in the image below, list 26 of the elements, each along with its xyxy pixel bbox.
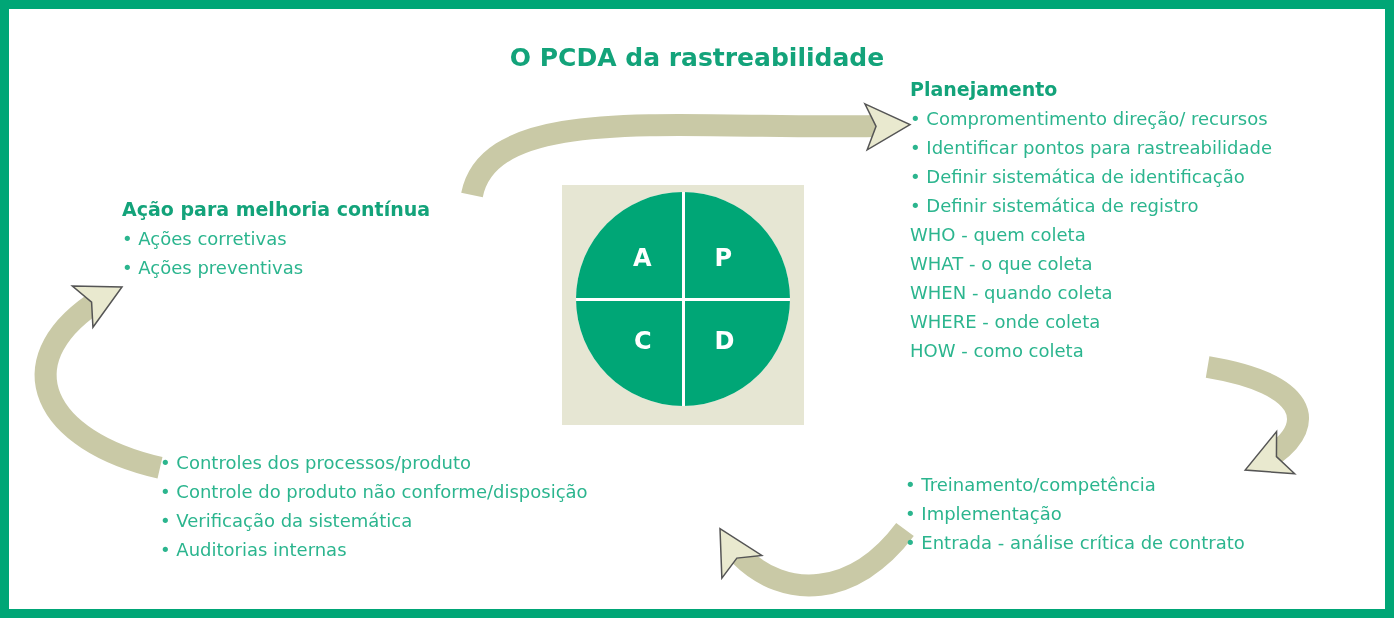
list-item: • Ações corretivas — [122, 227, 288, 251]
list-item: • Compromentimento direção/ recursos — [910, 107, 1269, 131]
list-item: • Entrada - análise crítica de contrato — [905, 531, 1246, 555]
list-item: WHO - quem coleta — [910, 223, 1087, 247]
list-item: • Treinamento/competência — [905, 473, 1157, 497]
list-item: • Definir sistemática de registro — [910, 194, 1200, 218]
square-panel — [562, 185, 804, 425]
list-item: • Identificar pontos para rastreabilidade — [910, 136, 1273, 160]
list-item: • Definir sistemática de identificação — [910, 165, 1246, 189]
list-item: HOW - como coleta — [910, 339, 1085, 363]
diagram-title: O PCDA da rastreabilidade — [508, 43, 886, 72]
quadrant-letter: C — [633, 328, 652, 353]
quadrant-letter: D — [714, 328, 735, 353]
list-item: • Controles dos processos/produto — [160, 451, 473, 475]
list-item: WHEN - quando coleta — [910, 281, 1114, 305]
list-item: WHAT - o que coleta — [910, 252, 1094, 276]
list-item: • Verificação da sistemática — [160, 509, 414, 533]
list-item: • Auditorias internas — [160, 538, 348, 562]
list-item: • Implementação — [905, 502, 1063, 526]
quadrant-letter: A — [632, 245, 652, 270]
section-heading: Planejamento — [910, 77, 1059, 102]
list-item: • Ações preventivas — [122, 256, 305, 280]
section-heading: Ação para melhoria contínua — [122, 197, 432, 222]
list-item: • Controle do produto não conforme/disposição — [160, 480, 589, 504]
list-item: WHERE - onde coleta — [910, 310, 1102, 334]
quadrant-letter: P — [714, 245, 733, 270]
